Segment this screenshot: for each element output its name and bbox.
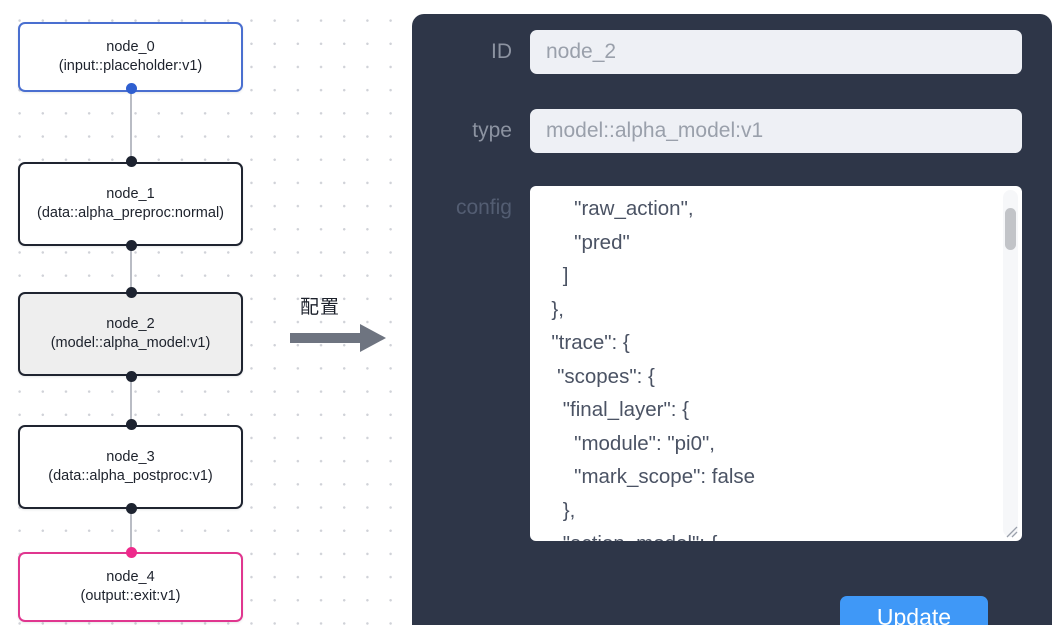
port-node_2-out[interactable] xyxy=(125,371,137,382)
field-label-id: ID xyxy=(491,40,512,63)
port-node_0-out[interactable] xyxy=(125,83,137,94)
graph-node-node_3-id: node_3 xyxy=(106,449,155,465)
right-arrow-icon xyxy=(290,324,386,352)
config-scrollbar-thumb[interactable] xyxy=(1005,208,1016,250)
configure-arrow-label: 配置 xyxy=(300,297,341,318)
graph-node-node_2-id: node_2 xyxy=(106,316,155,332)
edge-node1-node2 xyxy=(130,242,132,298)
port-node_1-in[interactable] xyxy=(125,156,137,167)
graph-node-node_4-id: node_4 xyxy=(106,569,155,585)
graph-node-node_2-type: (model::alpha_model:v1) xyxy=(50,335,211,351)
port-node_4-in[interactable] xyxy=(125,547,137,558)
edge-node3-node4 xyxy=(130,506,132,552)
port-node_3-out[interactable] xyxy=(125,503,137,514)
field-row-id: ID xyxy=(412,30,1052,74)
edge-node2-node3 xyxy=(130,372,132,424)
graph-node-node_3-text: node_3 (data::alpha_postproc:v1) xyxy=(42,446,218,488)
edge-node0-node1 xyxy=(130,88,132,166)
id-input[interactable] xyxy=(530,30,1022,74)
config-editor-wrapper: "raw_action", "pred" ] }, "trace": { "sc… xyxy=(530,186,1022,541)
port-node_2-in[interactable] xyxy=(125,287,137,298)
graph-node-node_2[interactable]: node_2 (model::alpha_model:v1) xyxy=(18,292,243,376)
field-label-config: config xyxy=(455,196,512,219)
configure-arrow-group: 配置 xyxy=(290,296,400,366)
config-textarea[interactable]: "raw_action", "pred" ] }, "trace": { "sc… xyxy=(530,186,1022,541)
graph-node-node_2-text: node_2 (model::alpha_model:v1) xyxy=(45,313,217,355)
graph-node-node_1-text: node_1 (data::alpha_preproc:normal) xyxy=(31,183,230,225)
graph-node-node_1-type: (data::alpha_preproc:normal) xyxy=(37,205,224,221)
graph-node-node_4-text: node_4 (output::exit:v1) xyxy=(75,566,187,608)
type-input[interactable] xyxy=(530,109,1022,153)
graph-node-node_0-text: node_0 (input::placeholder:v1) xyxy=(53,36,208,78)
graph-node-node_1-id: node_1 xyxy=(106,186,155,202)
field-label-type: type xyxy=(472,119,512,142)
field-row-type: type xyxy=(412,109,1052,153)
port-node_3-in[interactable] xyxy=(125,419,137,430)
config-scrollbar-track[interactable] xyxy=(1003,190,1018,537)
graph-node-node_0-id: node_0 xyxy=(106,39,155,55)
graph-node-node_0[interactable]: node_0 (input::placeholder:v1) xyxy=(18,22,243,92)
update-button[interactable]: Update xyxy=(840,596,988,625)
node-properties-panel: ID type config "raw_action", "pred" ] },… xyxy=(412,14,1052,625)
graph-node-node_3[interactable]: node_3 (data::alpha_postproc:v1) xyxy=(18,425,243,509)
graph-node-node_0-type: (input::placeholder:v1) xyxy=(58,58,203,74)
graph-node-node_1[interactable]: node_1 (data::alpha_preproc:normal) xyxy=(18,162,243,246)
graph-canvas[interactable]: node_0 (input::placeholder:v1) node_1 (d… xyxy=(0,0,412,643)
port-node_1-out[interactable] xyxy=(125,240,137,251)
graph-node-node_4-type: (output::exit:v1) xyxy=(80,588,181,604)
field-row-config: config "raw_action", "pred" ] }, "trace"… xyxy=(412,186,1052,541)
graph-node-node_4[interactable]: node_4 (output::exit:v1) xyxy=(18,552,243,622)
graph-node-node_3-type: (data::alpha_postproc:v1) xyxy=(48,468,213,484)
